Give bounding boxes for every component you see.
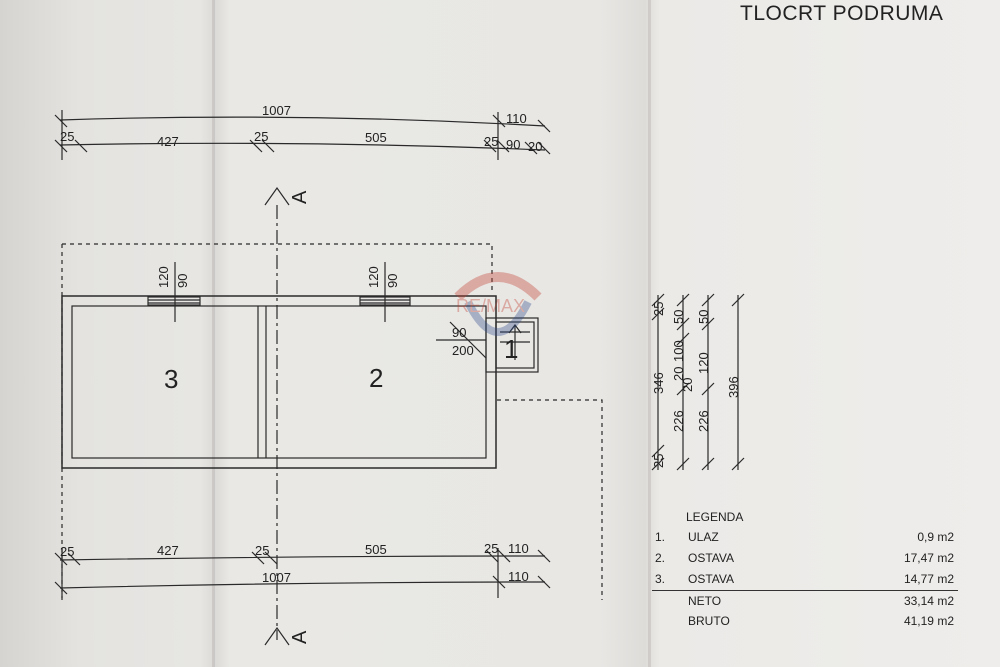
dim-seg: 427 bbox=[157, 543, 179, 558]
dim-overall-bottom-right: 110 bbox=[508, 569, 529, 584]
dim-vertical: 50 bbox=[696, 310, 711, 324]
legend-total-row: BRUTO 41,19 m2 bbox=[650, 614, 960, 630]
dim-seg: 110 bbox=[508, 541, 529, 556]
dim-seg: 90 bbox=[506, 137, 520, 152]
section-arrow-bottom bbox=[264, 626, 290, 646]
dim-seg: 25 bbox=[255, 543, 269, 558]
legend-row: 3. OSTAVA 14,77 m2 bbox=[650, 572, 960, 588]
watermark-text: RE/MAX bbox=[456, 296, 525, 316]
dim-vertical: 25 bbox=[651, 454, 666, 468]
room-label-2: 2 bbox=[369, 363, 383, 393]
drawing-title: TLOCRT PODRUMA bbox=[740, 2, 944, 25]
dim-vertical: 226 bbox=[696, 410, 711, 432]
dim-seg: 25 bbox=[60, 129, 74, 144]
dim-overall-top-right: 110 bbox=[506, 111, 527, 126]
room-label-1: 1 bbox=[504, 334, 518, 364]
legend-total-name: BRUTO bbox=[688, 614, 730, 628]
dim-seg: 25 bbox=[484, 134, 498, 149]
legend-total-area: 33,14 m2 bbox=[903, 594, 954, 608]
legend-area: 14,77 m2 bbox=[903, 572, 954, 586]
section-arrow-top bbox=[264, 186, 290, 206]
dim-line-bottom-segments bbox=[59, 555, 546, 561]
section-label-top: A bbox=[289, 190, 311, 204]
entrance-stair bbox=[485, 317, 539, 373]
window-dim: 120 bbox=[366, 266, 381, 288]
interior-wall bbox=[71, 305, 487, 459]
room-label-3: 3 bbox=[164, 364, 178, 394]
dim-seg: 25 bbox=[254, 129, 268, 144]
paper-fold bbox=[212, 0, 215, 667]
paper-fold bbox=[648, 0, 651, 667]
legend-area: 17,47 m2 bbox=[903, 551, 954, 565]
dim-overall-bottom: 1007 bbox=[262, 570, 291, 585]
dim-vertical: 50 bbox=[671, 310, 686, 324]
legend-name: ULAZ bbox=[688, 530, 719, 544]
dim-vertical: 20 bbox=[680, 378, 695, 392]
door-height: 200 bbox=[452, 343, 474, 358]
legend-row: 2. OSTAVA 17,47 m2 bbox=[650, 551, 960, 567]
window-left bbox=[147, 296, 201, 306]
dim-seg: 427 bbox=[157, 134, 179, 149]
legend-num: 3. bbox=[655, 572, 666, 586]
legend-area: 0,9 m2 bbox=[917, 530, 954, 544]
legend-total-name: NETO bbox=[688, 594, 722, 608]
dim-vertical: 346 bbox=[651, 372, 666, 394]
door-width: 90 bbox=[452, 325, 466, 340]
window-dim: 90 bbox=[385, 274, 400, 288]
remax-watermark: RE/MAX bbox=[448, 262, 548, 372]
window-dim: 120 bbox=[156, 266, 171, 288]
exterior-wall bbox=[61, 295, 497, 469]
legend-heading: LEGENDA bbox=[686, 510, 744, 524]
dim-line-bottom-overall bbox=[59, 581, 546, 589]
section-label-bottom: A bbox=[289, 630, 311, 644]
dim-seg: 505 bbox=[365, 542, 387, 557]
dim-vertical: 25 bbox=[651, 302, 666, 316]
legend-row: 1. ULAZ 0,9 m2 bbox=[650, 530, 960, 546]
legend-num: 1. bbox=[655, 530, 666, 544]
legend-name: OSTAVA bbox=[688, 551, 735, 565]
legend-divider bbox=[652, 590, 958, 591]
dim-vertical: 100 bbox=[671, 340, 686, 362]
legend-name: OSTAVA bbox=[688, 572, 735, 586]
dim-seg: 25 bbox=[484, 541, 498, 556]
dim-vertical: 396 bbox=[726, 376, 741, 398]
dim-vertical: 226 bbox=[671, 410, 686, 432]
dim-overall-top: 1007 bbox=[262, 103, 291, 118]
dim-line-top-segments bbox=[59, 142, 546, 151]
dim-seg: 20 bbox=[528, 139, 542, 154]
window-dim: 90 bbox=[175, 274, 190, 288]
dim-vertical: 20 bbox=[671, 367, 686, 381]
dim-vertical: 120 bbox=[696, 352, 711, 374]
legend-num: 2. bbox=[655, 551, 666, 565]
dim-seg: 25 bbox=[60, 544, 74, 559]
dim-seg: 505 bbox=[365, 130, 387, 145]
dim-line-top-overall bbox=[59, 116, 546, 127]
legend-total-area: 41,19 m2 bbox=[903, 614, 954, 628]
legend-total-row: NETO 33,14 m2 bbox=[650, 594, 960, 610]
